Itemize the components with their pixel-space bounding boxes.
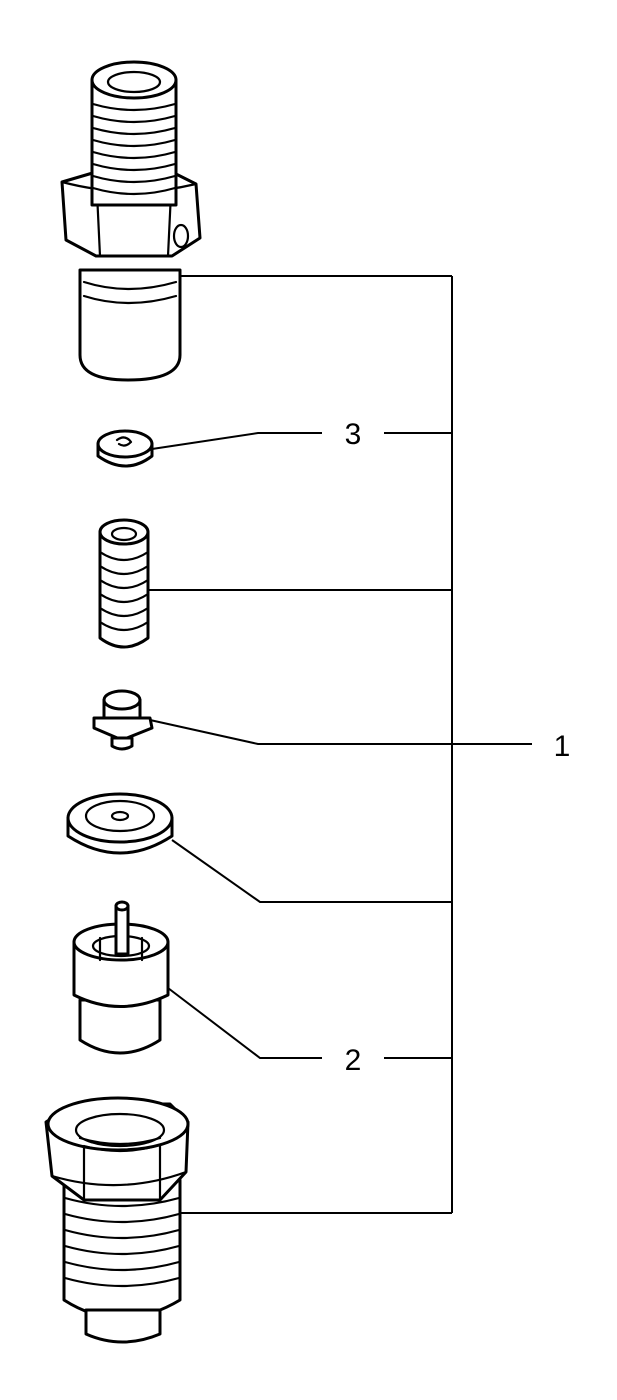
callout-label-3: 3 xyxy=(345,418,362,451)
intermediate-disc xyxy=(66,792,174,855)
pressure-pin xyxy=(92,689,154,751)
adjusting-shim xyxy=(96,429,154,468)
callout-label-2: 2 xyxy=(345,1044,362,1077)
leader-lines xyxy=(148,275,532,1214)
injection-nozzle xyxy=(72,900,170,1055)
pressure-spring xyxy=(98,518,150,649)
callout-label-1: 1 xyxy=(554,730,571,763)
nozzle-holder-body xyxy=(60,60,202,382)
nozzle-retaining-nut xyxy=(44,1096,190,1344)
